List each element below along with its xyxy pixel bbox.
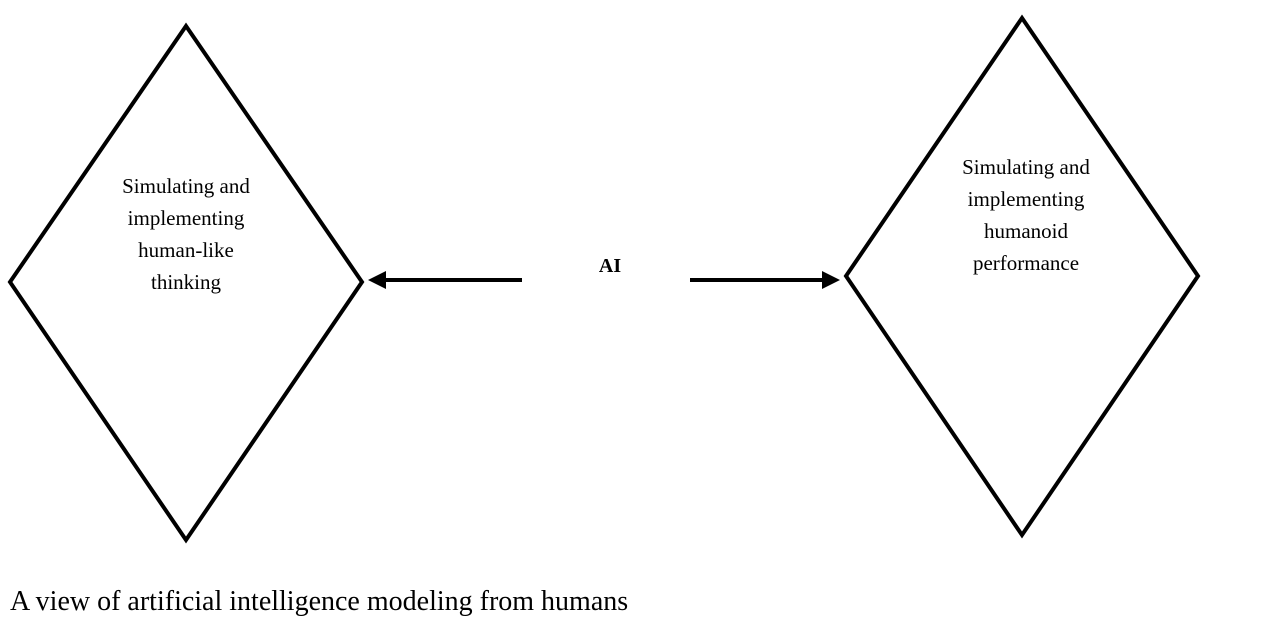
left-node-label: Simulating and implementing human-like t… [122,174,250,294]
left-diamond [7,22,365,544]
right-arrow [690,271,840,289]
ai-label: AI [598,255,622,277]
right-diamond [843,14,1201,539]
figure-caption: A view of artificial intelligence modeli… [10,586,629,617]
right-node-label: Simulating and implementing humanoid per… [962,155,1090,275]
left-arrow [368,271,522,289]
